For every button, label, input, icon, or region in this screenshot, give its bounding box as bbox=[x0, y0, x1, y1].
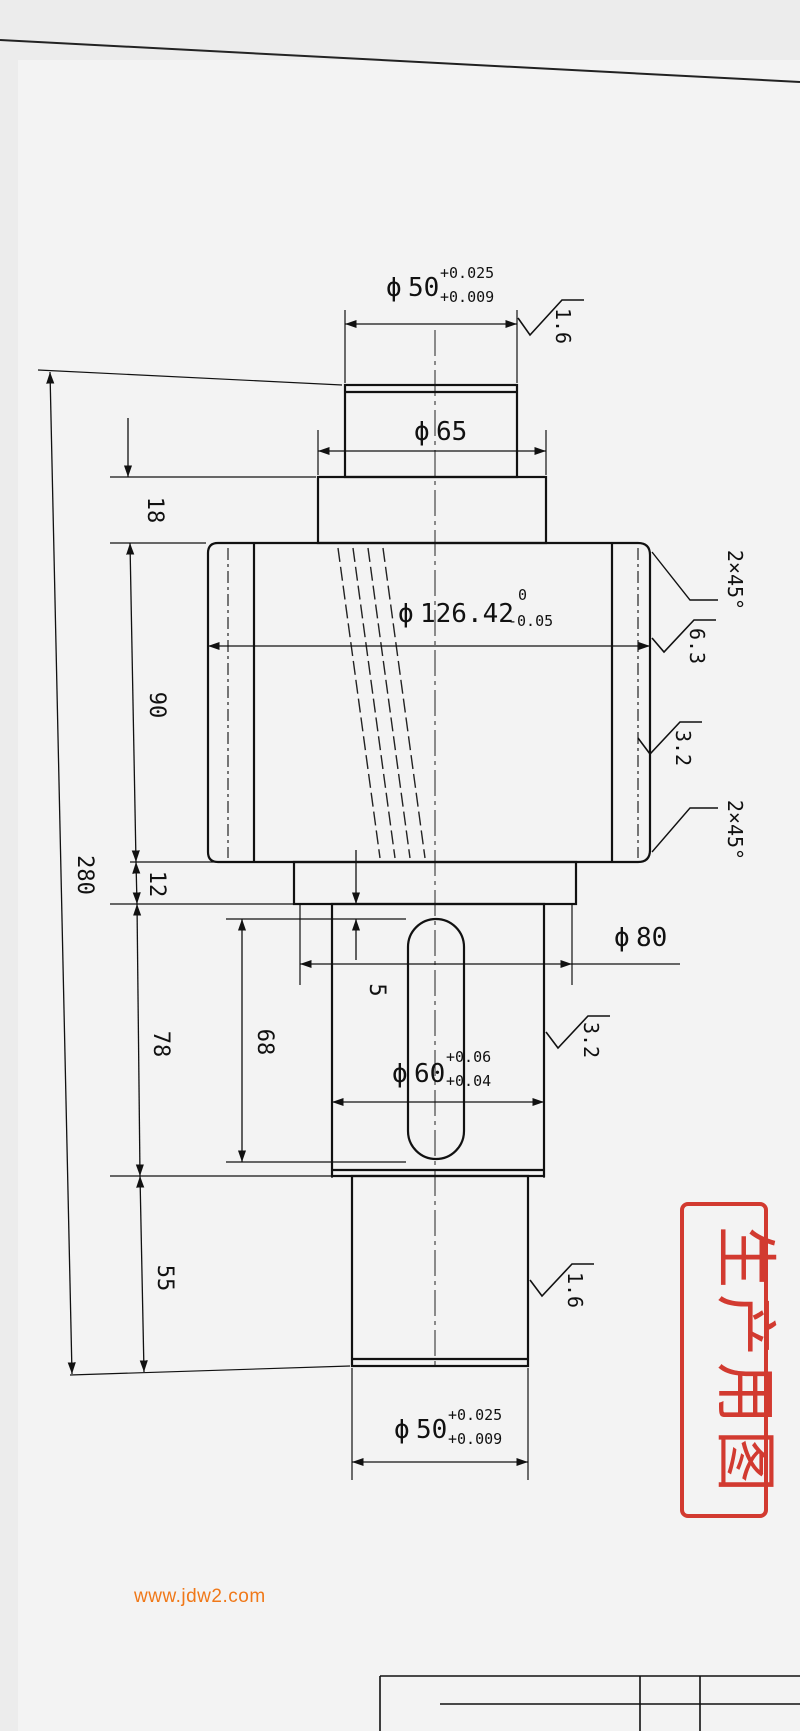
diameter-key-seat: ϕ 60 +0.06 +0.04 bbox=[392, 1048, 491, 1090]
diameter-labels: ϕ 50 +0.025 +0.009 ϕ 65 ϕ 126.42 0 -0.05… bbox=[386, 264, 667, 1448]
tolerance-upper: +0.025 bbox=[440, 264, 494, 282]
helical-teeth-lines bbox=[337, 547, 426, 859]
extension-lines bbox=[37, 310, 573, 1480]
tolerance-lower: +0.04 bbox=[446, 1072, 491, 1090]
dim-label-90: 90 bbox=[144, 692, 169, 719]
dim-label-18: 18 bbox=[142, 497, 167, 524]
gear-body bbox=[206, 541, 652, 864]
tolerance-upper: +0.025 bbox=[448, 1406, 502, 1424]
roughness-value-top-journal: 1.6 bbox=[551, 308, 575, 344]
phi-symbol: ϕ bbox=[394, 1415, 410, 1445]
diameter-value: 50 bbox=[416, 1415, 447, 1445]
dim-line-90 bbox=[126, 542, 140, 863]
dim-line-12 bbox=[132, 861, 141, 905]
dim-label-5: 5 bbox=[364, 983, 389, 996]
roughness-symbol-top-journal bbox=[517, 299, 584, 337]
tolerance-upper: +0.06 bbox=[446, 1048, 491, 1066]
diameter-value: 65 bbox=[436, 417, 467, 447]
bottom-journal bbox=[350, 1174, 530, 1368]
diameter-top-journal: ϕ 50 +0.025 +0.009 bbox=[386, 264, 494, 306]
phi-symbol: ϕ bbox=[614, 923, 630, 953]
roughness-value-gear-side: 3.2 bbox=[671, 730, 695, 766]
roughness-symbol-key-seat bbox=[545, 1015, 610, 1050]
chamfer-leader-upper bbox=[651, 551, 718, 601]
chamfer-leader-lower bbox=[651, 807, 718, 853]
phi-symbol: ϕ bbox=[398, 599, 414, 629]
gear-pitch-lines bbox=[227, 548, 639, 858]
diameter-value: 60 bbox=[414, 1059, 445, 1089]
phi-symbol: ϕ bbox=[392, 1059, 408, 1089]
title-block-fragment bbox=[379, 1675, 800, 1731]
paper-sheet bbox=[18, 60, 800, 1731]
diameter-collar: ϕ 80 bbox=[614, 923, 667, 953]
diameter-bottom-journal: ϕ 50 +0.025 +0.009 bbox=[394, 1406, 502, 1448]
roughness-symbol-gear-face bbox=[651, 619, 716, 654]
dim-label-68: 68 bbox=[252, 1029, 277, 1056]
phi-symbol: ϕ bbox=[414, 417, 430, 447]
dim-line-55 bbox=[136, 1175, 148, 1373]
dim-line-280 bbox=[46, 371, 76, 1375]
watermark-url: www.jdw2.com bbox=[134, 1586, 266, 1607]
dimension-lines bbox=[46, 319, 680, 1467]
dim-label-55: 55 bbox=[152, 1265, 177, 1292]
roughness-value-gear-face: 6.3 bbox=[685, 628, 709, 664]
roughness-value-bottom-journal: 1.6 bbox=[563, 1272, 587, 1308]
diameter-gear: ϕ 126.42 0 -0.05 bbox=[398, 586, 553, 630]
tolerance-upper: 0 bbox=[518, 586, 527, 604]
chamfer-label-upper: 2×45° bbox=[723, 550, 747, 610]
phi-symbol: ϕ bbox=[386, 273, 402, 303]
dim-label-78: 78 bbox=[148, 1031, 173, 1058]
diameter-value: 126.42 bbox=[420, 599, 514, 629]
diameter-value: 50 bbox=[408, 273, 439, 303]
dim-label-total-length: 280 bbox=[72, 855, 97, 895]
shaft-outline bbox=[206, 383, 652, 1368]
sheet-border-line bbox=[0, 39, 800, 83]
roughness-symbol-bottom-journal bbox=[529, 1263, 594, 1298]
keyway-slot bbox=[406, 917, 466, 1161]
tolerance-lower: +0.009 bbox=[440, 288, 494, 306]
chamfer-leaders bbox=[651, 551, 718, 853]
production-stamp: 生产用图 bbox=[680, 1202, 782, 1518]
diameter-value: 80 bbox=[636, 923, 667, 953]
chamfer-label-lower: 2×45° bbox=[723, 800, 747, 860]
diameter-shoulder: ϕ 65 bbox=[414, 417, 467, 447]
roughness-symbol-gear-side bbox=[637, 721, 702, 756]
roughness-symbols bbox=[517, 299, 716, 1298]
tolerance-lower: -0.05 bbox=[508, 612, 553, 630]
roughness-value-key-seat: 3.2 bbox=[579, 1022, 603, 1058]
stamp-text: 生产用图 bbox=[709, 1226, 782, 1498]
stamp-border bbox=[680, 1202, 768, 1518]
dim-line-78 bbox=[133, 903, 144, 1177]
dim-label-12: 12 bbox=[144, 871, 169, 898]
tolerance-lower: +0.009 bbox=[448, 1430, 502, 1448]
